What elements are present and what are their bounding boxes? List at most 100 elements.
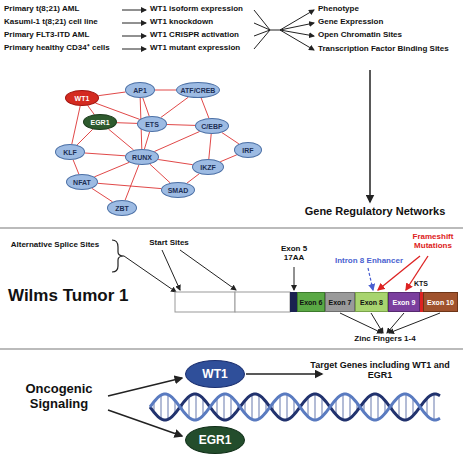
factor-ellipse: ETS xyxy=(137,116,167,132)
factor-ellipse: RUNX xyxy=(125,149,159,165)
text-label: WT1 mutant expression xyxy=(150,43,254,52)
node-text: IRF xyxy=(242,147,253,154)
network-link xyxy=(98,92,125,96)
text-label: Start Sites xyxy=(136,238,202,247)
network-link xyxy=(158,160,193,165)
base-pair xyxy=(251,395,253,420)
node-text: ATF/CREB xyxy=(181,87,216,94)
factor-ellipse: SMAD xyxy=(161,182,195,198)
node-text: WT1 xyxy=(75,95,90,102)
splice-bracket xyxy=(112,240,124,272)
base-pair xyxy=(307,397,309,416)
panel-divider xyxy=(0,348,463,350)
text-label: WT1 CRISPR activation xyxy=(150,30,254,39)
enhancer-arrow xyxy=(368,268,373,290)
kts-pointer xyxy=(421,289,422,292)
network-link xyxy=(209,134,211,159)
text-label: Alternative Splice Sites xyxy=(6,240,104,249)
gene-segment xyxy=(235,292,290,312)
panel-divider xyxy=(0,227,463,229)
base-pair xyxy=(279,396,281,419)
base-pair xyxy=(370,395,372,419)
factor-ellipse: C/EBP xyxy=(195,118,229,134)
text-label: Primary t(8;21) AML xyxy=(4,4,124,13)
text-label: Transcription Factor Binding Sites xyxy=(318,44,460,53)
text-label: Kasumi-1 t(8;21) cell line xyxy=(4,17,124,26)
network-link xyxy=(220,155,237,162)
network-link xyxy=(85,153,125,156)
network-link xyxy=(94,162,129,177)
text-label: WT1 knockdown xyxy=(150,17,254,26)
network-link xyxy=(98,183,162,188)
node-text: Exon 9 xyxy=(393,299,416,306)
start-site-arrow xyxy=(180,250,236,290)
node-text: WT1 xyxy=(202,368,227,380)
base-pair xyxy=(223,394,225,420)
network-link xyxy=(92,188,113,202)
text-label: KTS xyxy=(406,280,436,288)
start-site-arrow xyxy=(162,250,180,290)
node-text: ETS xyxy=(145,121,159,128)
network-link xyxy=(108,129,133,150)
network-link xyxy=(143,98,149,116)
bracket-arrow xyxy=(124,256,176,292)
text-label: Primary FLT3-ITD AML xyxy=(4,30,124,39)
base-pair xyxy=(286,394,288,419)
text-label: WT1 isoform expression xyxy=(150,4,254,13)
network-link xyxy=(150,164,170,183)
gene-segment xyxy=(175,292,235,312)
zinc-finger-arrows xyxy=(340,313,440,333)
base-pair xyxy=(342,394,344,419)
node-text: KLF xyxy=(63,149,77,156)
base-pair xyxy=(377,395,379,420)
text-label: Oncogenic Signaling xyxy=(10,382,108,412)
exon-box: Exon 8 xyxy=(355,292,388,312)
network-link xyxy=(201,98,209,118)
factor-ellipse: NFAT xyxy=(66,174,98,190)
base-pair xyxy=(188,396,190,417)
base-pair xyxy=(433,394,435,420)
base-pair xyxy=(321,397,323,416)
exon5-block xyxy=(290,292,297,312)
exon-box: Exon 6 xyxy=(297,292,325,312)
node-text: AP1 xyxy=(133,87,147,94)
factor-ellipse: ZBT xyxy=(107,200,137,216)
dna-strand xyxy=(150,394,440,420)
base-pair xyxy=(349,396,351,419)
exon-box: Exon 9 xyxy=(388,292,420,312)
node-text: C/EBP xyxy=(201,123,222,130)
factor-ellipse: WT1 xyxy=(65,90,99,106)
network-link xyxy=(125,165,139,200)
node-text: ZBT xyxy=(115,205,129,212)
exon-box: Exon 10 xyxy=(423,292,458,312)
base-pair xyxy=(167,395,169,420)
network-link xyxy=(187,174,199,184)
network-link xyxy=(154,132,199,152)
base-pair xyxy=(398,396,400,417)
node-text: IKZF xyxy=(200,164,216,171)
network-link xyxy=(167,124,195,126)
base-pair xyxy=(160,395,162,419)
network-link xyxy=(155,90,176,91)
text-label: Zinc Fingers 1-4 xyxy=(320,334,450,343)
factor-ellipse: IRF xyxy=(234,142,262,158)
text-label: Wilms Tumor 1 xyxy=(8,286,148,306)
factor-ellipse: ATF/CREB xyxy=(176,82,220,98)
text-label: Intron 8 Enhancer xyxy=(328,256,410,265)
text-label: Exon 5 17AA xyxy=(272,244,316,262)
exon5-arrow xyxy=(294,267,295,290)
node-text: Exon 6 xyxy=(300,299,323,306)
network-link xyxy=(77,129,93,145)
text-label: Gene Expression xyxy=(318,17,460,26)
node-text: RUNX xyxy=(132,154,152,161)
factor-ellipse: EGR1 xyxy=(185,426,245,454)
text-label: Target Genes including WT1 and EGR1 xyxy=(300,360,460,381)
base-pair xyxy=(405,394,407,420)
base-pair xyxy=(195,394,197,420)
network-link xyxy=(117,122,137,124)
dna-strand xyxy=(150,394,440,420)
factor-ellipse: EGR1 xyxy=(83,114,117,130)
network-link xyxy=(161,97,189,117)
node-text: EGR1 xyxy=(199,434,232,446)
base-pair xyxy=(314,394,316,420)
